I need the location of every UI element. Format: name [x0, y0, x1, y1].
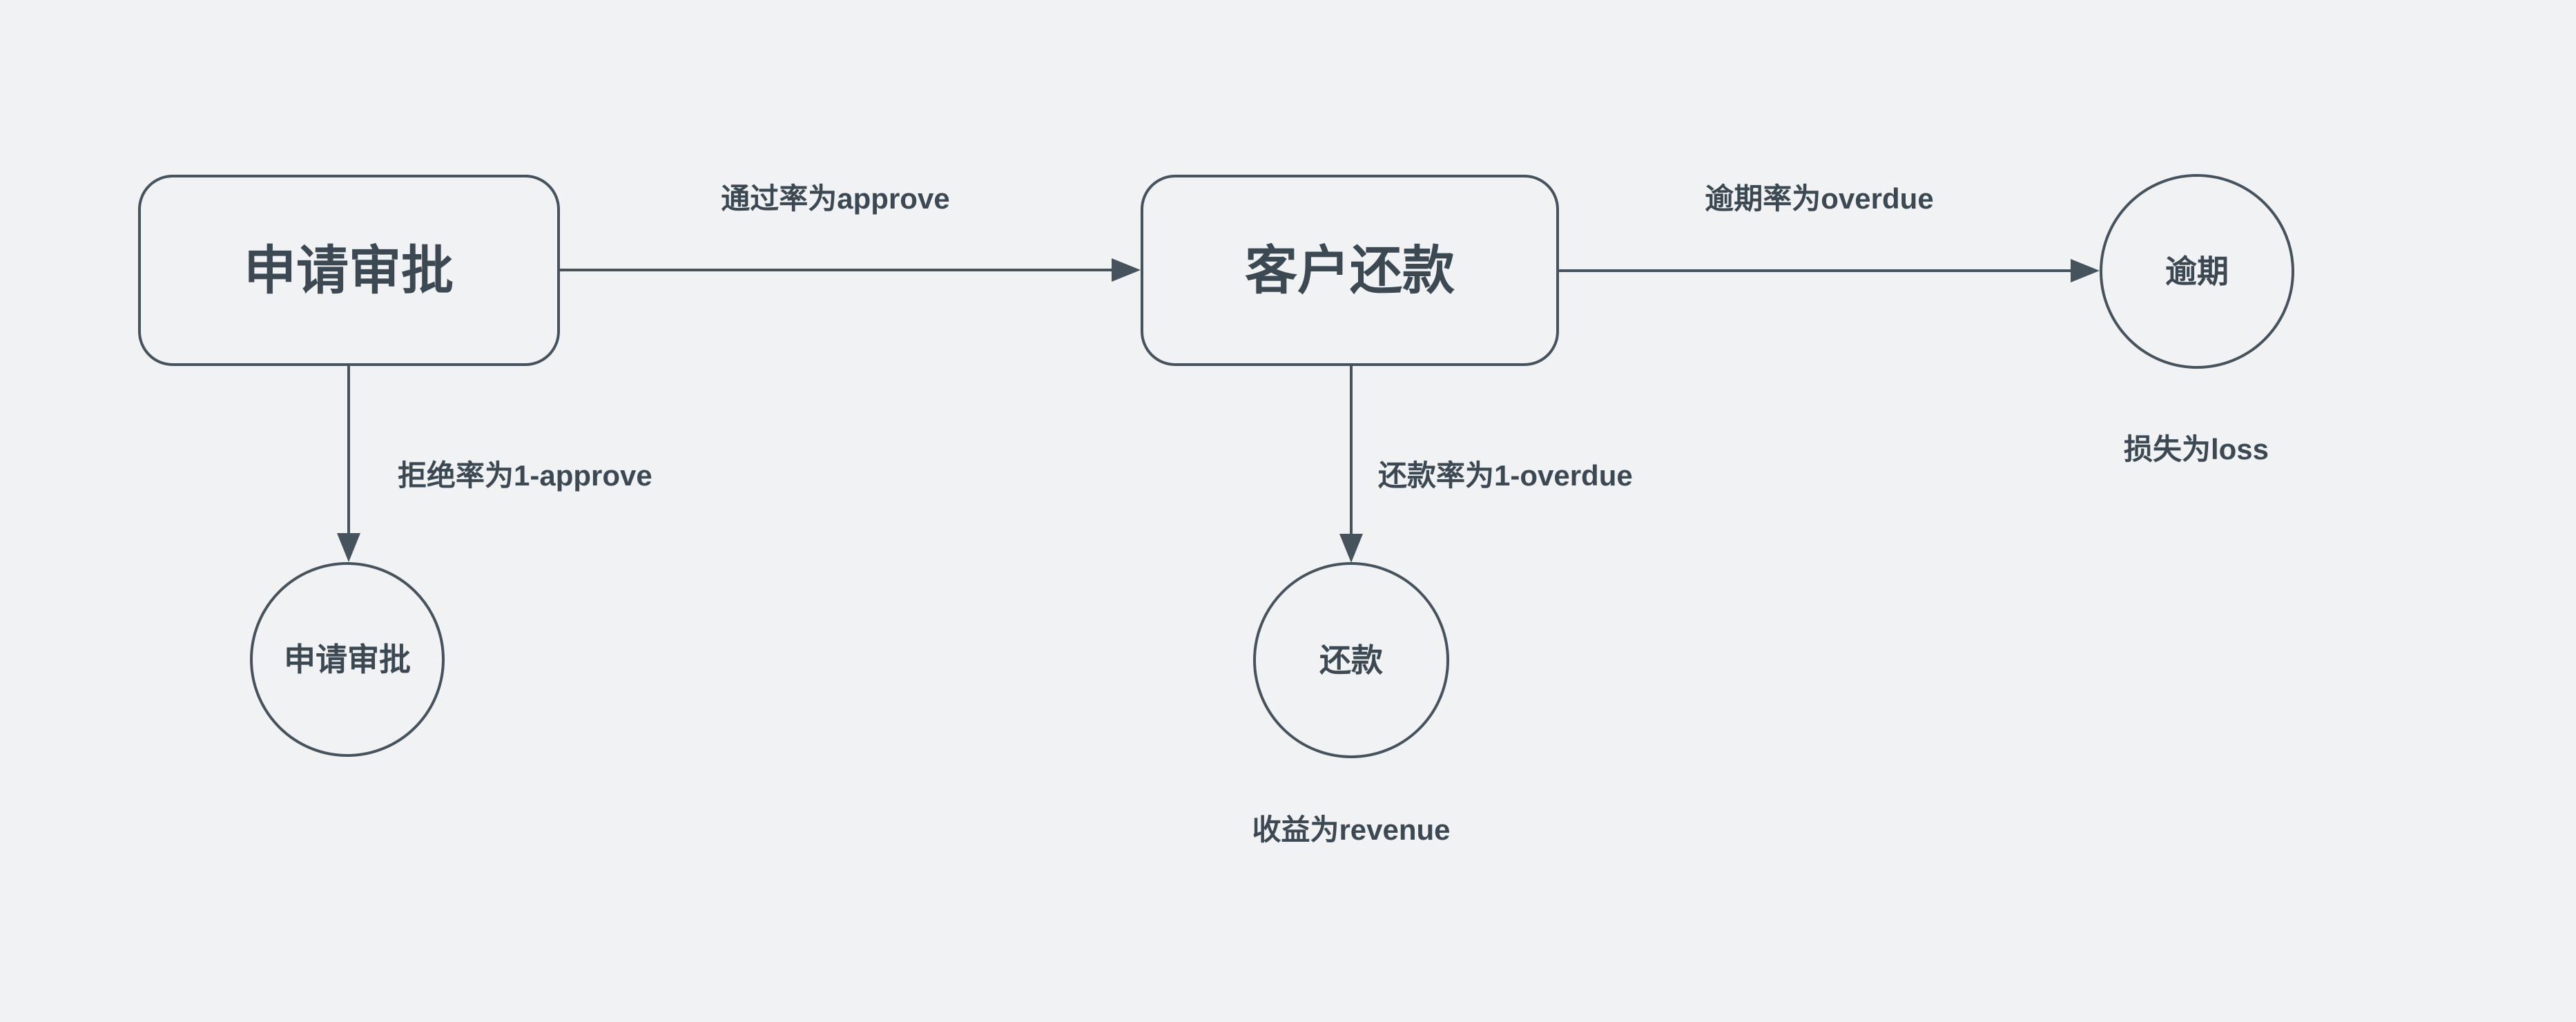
node-repay-circle[interactable]: 还款 — [1253, 562, 1449, 758]
edge-approve-label: 通过率为approve — [721, 182, 949, 215]
node-rejected-circle[interactable]: 申请审批 — [250, 562, 445, 757]
approval-box-label: 申请审批 — [244, 242, 454, 300]
rejected-circle-label: 申请审批 — [284, 642, 411, 677]
edge-repay-arrowhead-icon — [1339, 534, 1363, 563]
node-overdue-circle[interactable]: 逾期 — [2100, 174, 2294, 369]
repay-circle-shape[interactable] — [1253, 562, 1449, 758]
edge-reject-arrowhead-icon — [337, 533, 360, 562]
edge-repay[interactable]: 还款率为1-overdue — [1339, 365, 1633, 563]
revenue-annotation: 收益为revenue — [1252, 813, 1450, 846]
repay-circle-label: 还款 — [1319, 642, 1383, 678]
node-approval-box[interactable]: 申请审批 — [138, 175, 560, 366]
edge-overdue-label: 逾期率为overdue — [1705, 182, 1933, 215]
node-repayment-box[interactable]: 客户还款 — [1141, 175, 1559, 366]
overdue-circle-label: 逾期 — [2165, 253, 2229, 289]
edge-repay-label: 还款率为1-overdue — [1378, 459, 1633, 492]
repayment-box-label: 客户还款 — [1245, 242, 1455, 300]
rejected-circle-shape[interactable] — [250, 562, 445, 757]
edge-reject-label: 拒绝率为1-approve — [398, 459, 652, 492]
loss-annotation: 损失为loss — [2124, 433, 2269, 465]
edge-overdue[interactable]: 逾期率为overdue — [1558, 182, 2100, 282]
edge-approve-arrowhead-icon — [1112, 258, 1141, 282]
edge-approve[interactable]: 通过率为approve — [559, 182, 1141, 282]
edge-overdue-arrowhead-icon — [2071, 259, 2100, 282]
overdue-circle-shape[interactable] — [2100, 174, 2294, 369]
edge-reject[interactable]: 拒绝率为1-approve — [337, 365, 652, 562]
